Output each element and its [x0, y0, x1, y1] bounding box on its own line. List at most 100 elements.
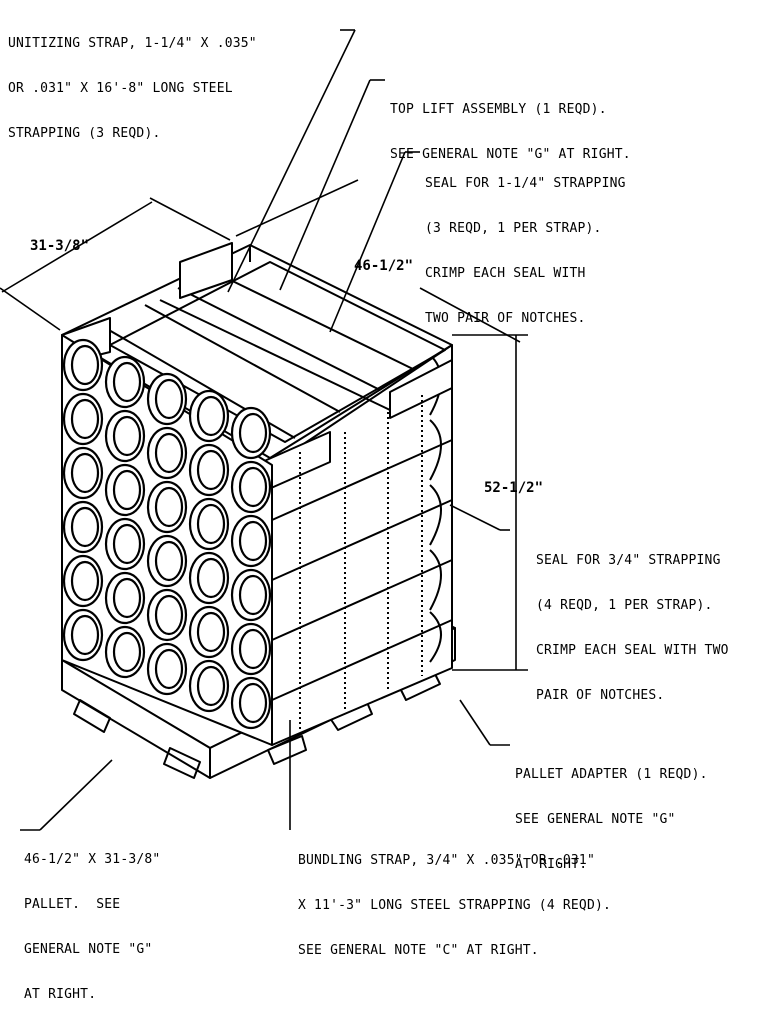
callout-line: X 11'-3" LONG STEEL STRAPPING (4 REQD).: [298, 898, 612, 913]
cylinder-bore: [70, 398, 100, 440]
cylinder-bore: [196, 503, 226, 545]
cylinder-bore: [112, 577, 142, 619]
cylinder-bore: [112, 415, 142, 457]
cylinder-end: [104, 517, 146, 571]
height-dimension-label: 52-1/2": [484, 480, 544, 496]
callout-line: UNITIZING STRAP, 1-1/4" X .035": [8, 36, 257, 51]
callout-line: SEE GENERAL NOTE "C" AT RIGHT.: [298, 943, 539, 958]
cylinder-end: [62, 446, 104, 500]
cylinder-end: [230, 460, 272, 514]
cylinder-end: [230, 568, 272, 622]
cylinder-bore: [238, 628, 268, 670]
cylinder-bore: [112, 523, 142, 565]
cylinder-bore: [238, 682, 268, 724]
pallet-illustration: [0, 29, 528, 831]
cylinder-end: [146, 480, 188, 534]
cylinder-end: [62, 608, 104, 662]
leader-lines: [20, 29, 510, 831]
callout-line: TWO PAIR OF NOTCHES.: [425, 311, 586, 326]
stack-top-face: [61, 242, 453, 493]
callout-line: PALLET ADAPTER (1 REQD).: [515, 767, 708, 782]
cylinder-bore: [238, 466, 268, 508]
cylinder-bore: [154, 540, 184, 582]
cylinder-end: [230, 514, 272, 568]
cylinder-bore: [112, 469, 142, 511]
seal-3-4-callout: SEAL FOR 3/4" STRAPPING (4 REQD, 1 PER S…: [536, 523, 729, 733]
cylinder-end: [104, 355, 146, 409]
cylinder-end: [188, 443, 230, 497]
bundling-straps: [299, 395, 423, 732]
callout-line: CRIMP EACH SEAL WITH: [425, 266, 586, 281]
cylinder-bore: [154, 648, 184, 690]
callout-line: AT RIGHT.: [24, 987, 97, 1002]
cylinder-bore: [196, 611, 226, 653]
cylinder-end: [104, 571, 146, 625]
cylinder-bore: [70, 614, 100, 656]
cylinder-end: [188, 659, 230, 713]
cylinder-end: [188, 497, 230, 551]
cylinder-bore: [196, 395, 226, 437]
cylinder-end: [104, 625, 146, 679]
cylinder-end: [146, 426, 188, 480]
cylinder-end: [62, 392, 104, 446]
cylinder-bore: [154, 378, 184, 420]
cylinder-bore: [196, 449, 226, 491]
cylinder-end: [230, 622, 272, 676]
callout-line: CRIMP EACH SEAL WITH TWO: [536, 643, 729, 658]
callout-line: OR .031" X 16'-8" LONG STEEL: [8, 81, 233, 96]
cylinder-end: [230, 406, 272, 460]
cylinder-end: [62, 554, 104, 608]
bundling-strap-callout: BUNDLING STRAP, 3/4" X .035" OR .031" X …: [298, 823, 611, 988]
callout-line: GENERAL NOTE "G": [24, 942, 153, 957]
callout-line: STRAPPING (3 REQD).: [8, 126, 161, 141]
width-dimension-label: 31-3/8": [30, 238, 90, 254]
cylinder-bore: [112, 361, 142, 403]
pallet-adapter-callout: PALLET ADAPTER (1 REQD). SEE GENERAL NOT…: [515, 737, 708, 902]
callout-line: SEE GENERAL NOTE "G": [515, 812, 676, 827]
cylinder-end: [230, 676, 272, 730]
cylinder-bore: [70, 506, 100, 548]
cylinder-end: [146, 588, 188, 642]
callout-line: 46-1/2" X 31-3/8": [24, 852, 161, 867]
cylinder-bore: [70, 560, 100, 602]
cylinder-end: [104, 409, 146, 463]
cylinder-bore: [154, 432, 184, 474]
callout-line: SEAL FOR 3/4" STRAPPING: [536, 553, 721, 568]
length-dimension-label: 46-1/2": [354, 258, 414, 274]
cylinder-bore: [196, 665, 226, 707]
cylinder-bore: [154, 594, 184, 636]
cylinder-end: [146, 372, 188, 426]
cylinder-end: [146, 642, 188, 696]
stack-front-face: [61, 334, 273, 746]
cylinder-end: [62, 500, 104, 554]
cylinder-bore: [238, 574, 268, 616]
cylinder-end: [188, 389, 230, 443]
callout-line: (3 REQD, 1 PER STRAP).: [425, 221, 602, 236]
callout-line: BUNDLING STRAP, 3/4" X .035" OR .031": [298, 853, 595, 868]
pallet-callout: 46-1/2" X 31-3/8" PALLET. SEE GENERAL NO…: [24, 822, 160, 1032]
callout-line: TOP LIFT ASSEMBLY (1 REQD).: [390, 102, 607, 117]
cylinder-end: [188, 605, 230, 659]
cylinder-end: [188, 551, 230, 605]
callout-line: SEE GENERAL NOTE "G" AT RIGHT.: [390, 147, 631, 162]
callout-line: PAIR OF NOTCHES.: [536, 688, 665, 703]
dimension-lines: [0, 179, 528, 671]
seal-1-1-4-callout: SEAL FOR 1-1/4" STRAPPING (3 REQD, 1 PER…: [425, 146, 626, 356]
cylinder-end: [146, 534, 188, 588]
callout-line: SEAL FOR 1-1/4" STRAPPING: [425, 176, 626, 191]
cylinder-end: [104, 463, 146, 517]
cylinder-bore: [238, 412, 268, 454]
cylinder-bore: [112, 631, 142, 673]
cylinder-bore: [196, 557, 226, 599]
callout-line: AT RIGHT.: [515, 857, 588, 872]
cylinder-end: [62, 338, 104, 392]
unitizing-strap-callout: UNITIZING STRAP, 1-1/4" X .035" OR .031"…: [8, 6, 257, 171]
cylinder-bore: [70, 344, 100, 386]
pallet-drawing: UNITIZING STRAP, 1-1/4" X .035" OR .031"…: [0, 6, 729, 1002]
cylinder-bore: [154, 486, 184, 528]
callout-line: PALLET. SEE: [24, 897, 121, 912]
cylinder-bore: [238, 520, 268, 562]
cylinder-bore: [70, 452, 100, 494]
top-lift-callout: TOP LIFT ASSEMBLY (1 REQD). SEE GENERAL …: [390, 72, 631, 192]
callout-line: (4 REQD, 1 PER STRAP).: [536, 598, 713, 613]
